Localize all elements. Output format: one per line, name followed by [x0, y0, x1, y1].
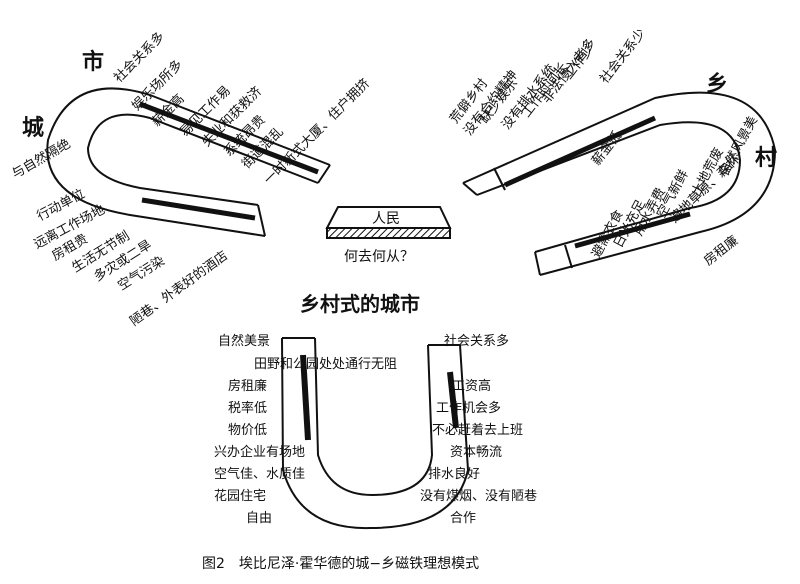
- city-magnet: [46, 87, 331, 237]
- town-country-left-item: 税率低: [228, 401, 268, 416]
- town-country-right-item: 合作: [450, 511, 477, 526]
- town-country-left-item: 兴办企业有场地: [214, 445, 306, 460]
- town-country-left-item: 空气佳、水质佳: [214, 467, 306, 482]
- figure-caption: 图2 埃比尼泽·霍华德的城−乡磁铁理想模式: [202, 556, 480, 572]
- town-country-magnet: [281, 337, 469, 530]
- country-name-char: 村: [755, 146, 778, 171]
- town-country-title: 乡村式的城市: [300, 292, 420, 316]
- town-country-left-item: 物价低: [228, 423, 268, 438]
- town-country-right-item: 不必赶着去上班: [432, 423, 524, 438]
- town-country-left-item: 花园住宅: [214, 489, 267, 504]
- town-country-left-item: 自由: [246, 511, 273, 526]
- town-country-left-item: 田野和公园处处通行无阻: [254, 357, 398, 372]
- town-country-right-item: 排水良好: [428, 467, 481, 482]
- town-country-right-item: 没有煤烟、没有陋巷: [420, 489, 538, 504]
- people-block: [325, 206, 452, 239]
- city-name-char: 城: [22, 116, 45, 141]
- city-name-char: 市: [82, 50, 105, 75]
- country-name-char: 乡: [706, 72, 729, 97]
- town-country-right-item: 资本畅流: [450, 445, 503, 460]
- town-country-left-item: 房租廉: [228, 379, 268, 394]
- town-country-right-item: 工作机会多: [436, 401, 502, 416]
- town-country-right-item: 社会关系多: [444, 334, 510, 349]
- people-label: 人民: [372, 211, 400, 227]
- town-country-left-item: 自然美景: [218, 334, 271, 349]
- people-question: 何去何从？: [344, 249, 414, 265]
- country-magnet: [462, 91, 776, 276]
- town-country-right-item: 工资高: [452, 379, 492, 394]
